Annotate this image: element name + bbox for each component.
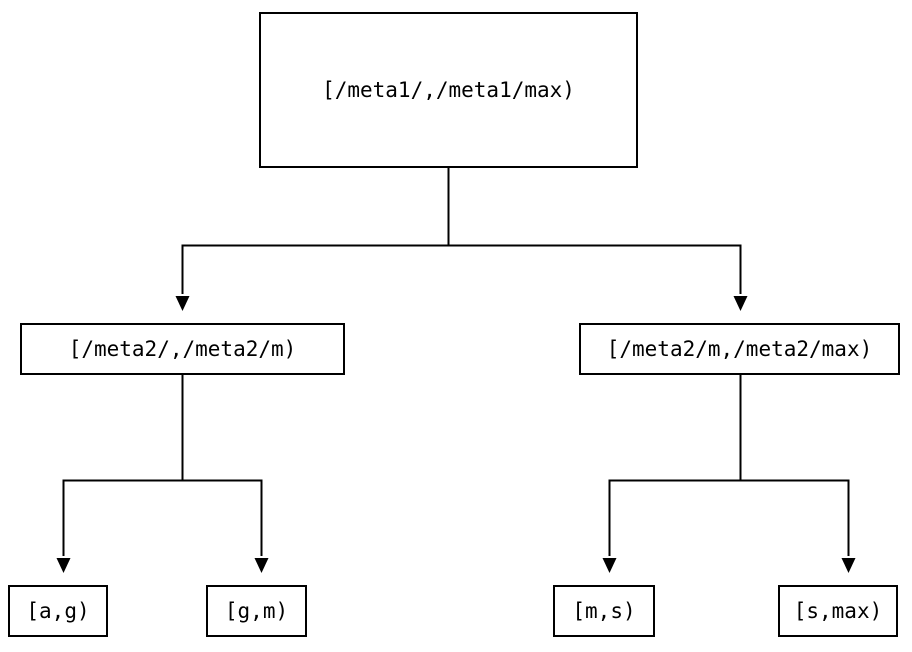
node-root-label: [/meta1/,/meta1/max): [322, 77, 575, 102]
arrowhead-icon: [56, 558, 71, 573]
edge-mid-left-to-leaf-2: [181, 375, 269, 573]
node-mid-right[interactable]: [/meta2/m,/meta2/max): [579, 323, 900, 375]
node-leaf-1-label: [a,g): [26, 598, 90, 623]
node-leaf-4[interactable]: [s,max): [778, 585, 898, 637]
node-mid-right-label: [/meta2/m,/meta2/max): [606, 336, 873, 361]
node-mid-left[interactable]: [/meta2/,/meta2/m): [20, 323, 345, 375]
node-leaf-1[interactable]: [a,g): [8, 585, 108, 637]
node-leaf-2-label: [g,m): [224, 598, 289, 623]
arrowhead-icon: [602, 558, 617, 573]
arrowhead-icon: [841, 558, 856, 573]
node-leaf-4-label: [s,max): [793, 598, 883, 623]
node-mid-left-label: [/meta2/,/meta2/m): [68, 336, 297, 361]
arrowhead-icon: [733, 296, 748, 311]
edge-mid-right-to-leaf-3: [602, 375, 742, 573]
node-leaf-2[interactable]: [g,m): [206, 585, 307, 637]
arrowhead-icon: [254, 558, 269, 573]
edge-root-to-mid-left: [175, 168, 450, 311]
node-leaf-3[interactable]: [m,s): [553, 585, 655, 637]
node-root[interactable]: [/meta1/,/meta1/max): [259, 12, 638, 168]
edge-mid-left-to-leaf-1: [56, 375, 184, 573]
arrowhead-icon: [175, 296, 190, 311]
edge-mid-right-to-leaf-4: [739, 375, 856, 573]
node-leaf-3-label: [m,s): [572, 598, 636, 623]
edge-root-to-mid-right: [447, 168, 748, 311]
